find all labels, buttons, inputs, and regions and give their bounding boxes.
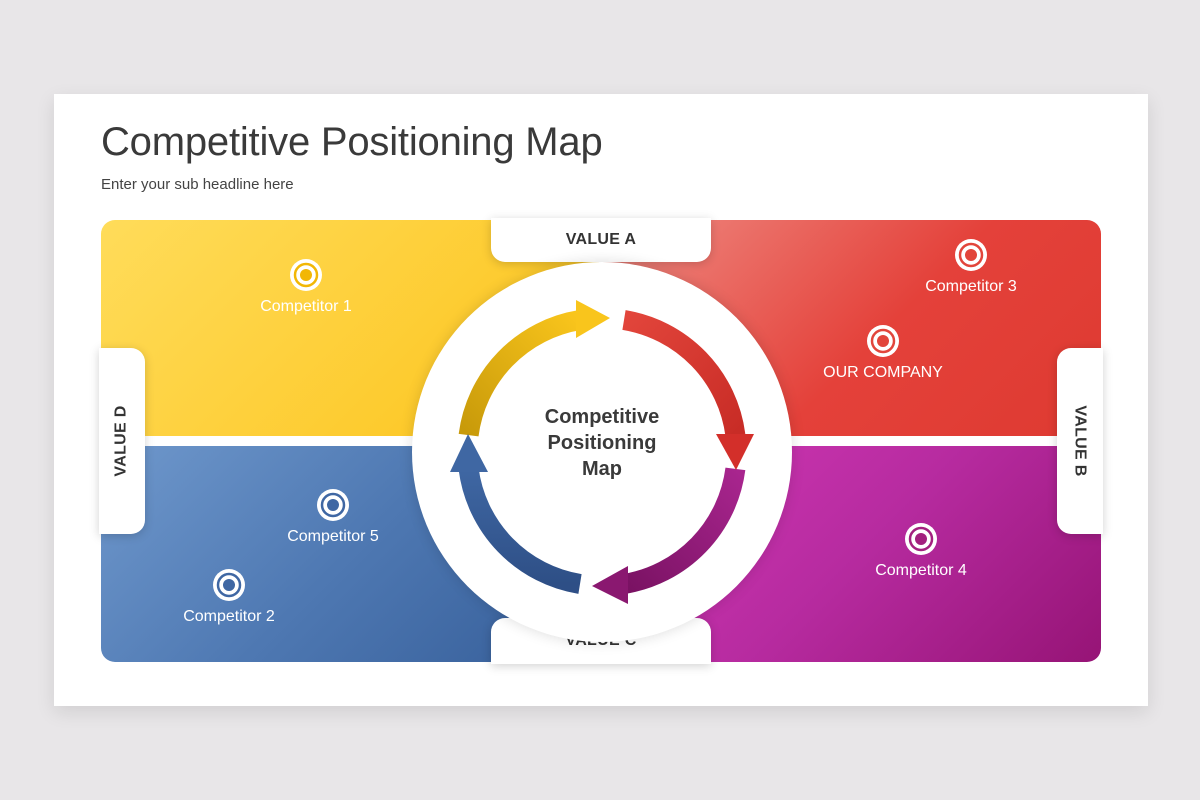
marker-competitor-4: Competitor 4 xyxy=(831,522,1011,580)
center-label-line-3: Map xyxy=(582,458,622,480)
axis-label-left: VALUE D xyxy=(99,348,145,534)
arrow-segment-blue xyxy=(458,467,582,594)
target-icon xyxy=(905,523,937,555)
marker-label: Competitor 3 xyxy=(925,278,1017,295)
slide-title: Competitive Positioning Map xyxy=(101,120,603,164)
target-icon xyxy=(213,569,245,601)
marker-label: Competitor 2 xyxy=(183,608,275,625)
target-icon xyxy=(867,325,899,357)
positioning-map: VALUE A VALUE C VALUE D VALUE B xyxy=(99,218,1103,664)
marker-label: Competitor 1 xyxy=(260,298,352,315)
axis-label-top: VALUE A xyxy=(491,218,711,262)
marker-competitor-2: Competitor 2 xyxy=(139,568,319,626)
slide-subtitle: Enter your sub headline here xyxy=(101,176,294,193)
axis-label-right-text: VALUE B xyxy=(1072,405,1090,477)
center-label-line-2: Positioning xyxy=(547,432,657,454)
marker-competitor-1: Competitor 1 xyxy=(216,258,396,316)
axis-label-top-text: VALUE A xyxy=(565,231,637,248)
marker-label: Competitor 5 xyxy=(287,528,379,545)
marker-our-company: OUR COMPANY xyxy=(793,324,973,382)
arrowhead-yellow xyxy=(576,300,610,338)
axis-label-left-text: VALUE D xyxy=(113,405,131,477)
arrow-segment-yellow xyxy=(458,310,582,437)
marker-label: Competitor 4 xyxy=(875,562,967,579)
marker-competitor-3: Competitor 3 xyxy=(881,238,1061,296)
marker-label: OUR COMPANY xyxy=(823,364,943,381)
cycle-arrows xyxy=(450,300,754,604)
target-icon xyxy=(317,489,349,521)
arrowhead-purple xyxy=(592,566,628,604)
target-icon xyxy=(290,259,322,291)
arrow-segment-red xyxy=(622,310,746,437)
target-icon xyxy=(955,239,987,271)
center-label-line-1: Competitive xyxy=(544,406,660,428)
arrowhead-blue xyxy=(450,434,488,472)
slide: Competitive Positioning Map Enter your s… xyxy=(54,94,1148,706)
marker-competitor-5: Competitor 5 xyxy=(243,488,423,546)
arrow-segment-purple xyxy=(622,467,746,594)
center-label: Competitive Positioning Map xyxy=(512,404,692,482)
arrowhead-red xyxy=(716,434,754,470)
axis-label-right: VALUE B xyxy=(1057,348,1103,534)
